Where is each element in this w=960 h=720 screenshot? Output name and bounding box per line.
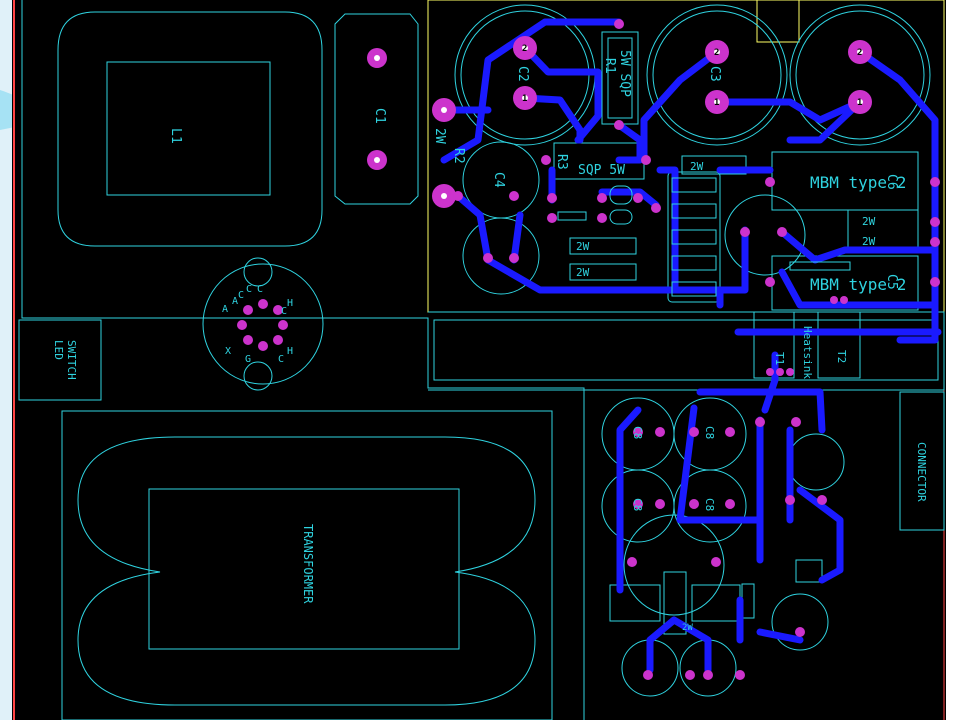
pad-num-2b: 2 bbox=[714, 48, 719, 58]
socket-label-11: A bbox=[232, 296, 238, 307]
label-c8-a: C8 bbox=[631, 426, 644, 439]
label-2w-c: 2W bbox=[690, 160, 704, 173]
pad-num-1a: 1 bbox=[522, 94, 527, 104]
left-outlines bbox=[18, 0, 945, 720]
label-transformer: TRANSFORMER bbox=[301, 524, 315, 604]
label-c3: C3 bbox=[707, 66, 722, 82]
label-c8-b: C8 bbox=[703, 426, 716, 439]
c3-outline bbox=[646, 4, 788, 146]
pad-numbers: 2 1 2 1 2 1 bbox=[522, 44, 862, 108]
c3b-outline bbox=[789, 4, 931, 146]
l1-core bbox=[106, 61, 271, 196]
transformer-frame bbox=[61, 410, 553, 720]
label-r3: R3 bbox=[554, 154, 569, 170]
label-t2: T2 bbox=[835, 350, 848, 363]
transformer-core bbox=[148, 488, 460, 650]
connector-box bbox=[899, 391, 945, 531]
yellow-zone-small bbox=[756, 0, 800, 43]
socket-label-3: C bbox=[281, 306, 287, 317]
socket-label-9: C bbox=[238, 290, 244, 301]
label-mbm-1: MBM type 2 bbox=[810, 173, 906, 192]
label-2w-d: 2W bbox=[576, 240, 590, 253]
pads bbox=[237, 19, 940, 680]
socket-label-5: C bbox=[278, 354, 284, 365]
label-t1: T1 bbox=[773, 352, 786, 365]
l1-outline bbox=[57, 11, 323, 247]
socket-label-1: C bbox=[257, 284, 263, 295]
pad-num-2c: 2 bbox=[857, 48, 862, 58]
socket-label-8: A bbox=[222, 304, 228, 315]
socket-label-7: X bbox=[225, 346, 231, 357]
socket-label-10: C bbox=[246, 284, 252, 295]
label-l1: L1 bbox=[168, 128, 183, 144]
label-2w-e: 2W bbox=[576, 266, 590, 279]
labels: L1 C1 C2 R1 5W SQP R2 2W C3 C4 R3 SQP 5W… bbox=[168, 50, 928, 633]
label-r3-value: SQP 5W bbox=[578, 163, 625, 178]
c1-outline bbox=[334, 13, 419, 205]
socket-label-4: H bbox=[287, 346, 293, 357]
label-c8-d: C8 bbox=[703, 498, 716, 511]
pad-num-1c: 1 bbox=[857, 98, 862, 108]
label-switch: SWITCHLED bbox=[52, 340, 78, 380]
label-c8-c: C8 bbox=[631, 498, 644, 511]
tube-socket-outline bbox=[202, 263, 324, 385]
label-2w-b: 2W bbox=[862, 235, 876, 248]
switch-led-box bbox=[18, 319, 102, 401]
label-mbm-2: MBM type 2 bbox=[810, 275, 906, 294]
resistor-stack bbox=[557, 177, 851, 297]
label-connector: CONNECTOR bbox=[915, 442, 928, 502]
label-heatsink: Heatsink bbox=[801, 326, 814, 379]
label-2w-a: 2W bbox=[862, 215, 876, 228]
label-r2: R2 bbox=[451, 148, 466, 164]
label-c1: C1 bbox=[372, 108, 387, 124]
label-r1-value: 5W SQP bbox=[617, 50, 632, 97]
label-c4: C4 bbox=[491, 172, 506, 188]
label-c6: C6 bbox=[884, 174, 899, 190]
heatsink-rect bbox=[433, 319, 939, 381]
traces bbox=[440, 18, 942, 674]
pad-num-2a: 2 bbox=[522, 44, 527, 54]
label-2w-f: 2W bbox=[682, 623, 693, 633]
pad-num-1b: 1 bbox=[714, 98, 719, 108]
label-r1: R1 bbox=[602, 58, 617, 74]
socket-labels: C H C H C G X A C C A bbox=[222, 284, 293, 365]
label-c5: C5 bbox=[884, 274, 899, 290]
transformer-outline bbox=[77, 436, 536, 706]
socket-label-6: G bbox=[245, 354, 251, 365]
label-c2: C2 bbox=[515, 66, 530, 82]
label-r2-value: 2W bbox=[432, 128, 447, 144]
switch-led-label: SWITCHLED bbox=[52, 340, 78, 380]
socket-label-2: H bbox=[287, 298, 293, 309]
